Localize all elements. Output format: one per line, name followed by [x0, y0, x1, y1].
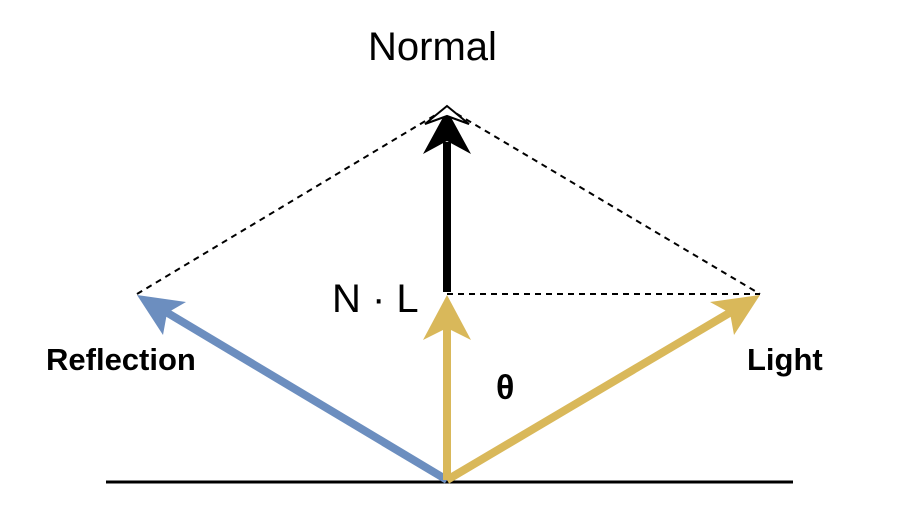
- dashed-construction-lines: [136, 107, 761, 295]
- normal-arrow-open-tip: [424, 104, 470, 125]
- light-label: Light: [747, 342, 823, 377]
- reflection-arrow-shaft: [163, 308, 450, 484]
- projection-arrow: [423, 295, 471, 480]
- reflection-label: Reflection: [46, 342, 196, 377]
- dashed-line-right: [446, 107, 761, 295]
- n-dot-l-label: N · L: [332, 277, 419, 321]
- light-arrow: [444, 295, 760, 484]
- normal-arrow: [423, 104, 471, 292]
- light-arrowhead: [710, 295, 760, 335]
- reflection-arrow: [137, 295, 450, 484]
- normal-arrowhead: [423, 110, 471, 154]
- light-arrow-shaft: [444, 308, 734, 484]
- projection-arrowhead: [423, 295, 471, 340]
- dashed-line-left: [136, 107, 448, 295]
- reflection-arrowhead: [137, 295, 186, 335]
- theta-label: θ: [496, 369, 515, 407]
- normal-label: Normal: [368, 25, 497, 69]
